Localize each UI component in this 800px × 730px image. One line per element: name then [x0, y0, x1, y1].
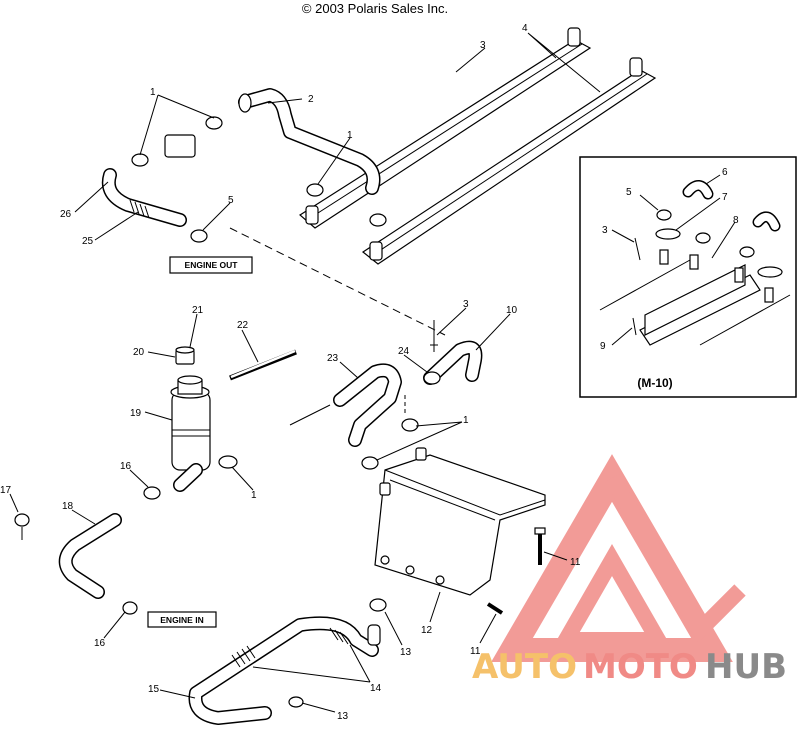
- callout-label: 1: [347, 130, 353, 141]
- tube-fitting-rear: [629, 57, 643, 77]
- clamp-1c: [306, 183, 324, 197]
- callout-label: 8: [733, 215, 739, 226]
- callout-label: 11: [470, 646, 481, 657]
- callout-label: 18: [62, 501, 74, 512]
- leader-lines: [9, 32, 736, 713]
- callout-label: 20: [133, 347, 145, 358]
- fitting-block: [164, 134, 196, 158]
- clamp-1f: [401, 418, 419, 432]
- watermark-hub: HUB: [705, 647, 787, 687]
- hose-10: [423, 340, 483, 385]
- callout-label: 1: [150, 87, 156, 98]
- clamp-16a: [143, 486, 161, 500]
- watermark-auto: AUTO: [472, 647, 577, 687]
- callout-label: 2: [308, 94, 314, 105]
- watermark-triangle-stroke: [605, 473, 746, 644]
- inset-panel: [579, 156, 797, 398]
- callout-label: 13: [337, 711, 349, 722]
- callout-label: 11: [570, 557, 581, 568]
- callout-label: 19: [130, 408, 142, 419]
- clamp-24: [423, 371, 441, 385]
- callout-label: 23: [327, 353, 339, 364]
- callout-label: 17: [0, 485, 12, 496]
- callout-label: 16: [120, 461, 132, 472]
- callout-label: 24: [398, 346, 410, 357]
- watermark-triangle-inner: [552, 543, 672, 648]
- hose-25: [101, 168, 187, 227]
- callout-label: 14: [370, 683, 382, 694]
- callout-label: 9: [600, 341, 606, 352]
- watermark-logo: [491, 454, 746, 662]
- clamp-17: [14, 513, 30, 527]
- callout-label: 10: [506, 305, 518, 316]
- hose-23: [333, 363, 402, 447]
- callout-labels: 1 2 3 4 1 26 25 5 21 22 20 19 16 1 17 18…: [0, 23, 739, 722]
- coolant-bottle: [170, 375, 211, 492]
- bottle-cap: [175, 346, 195, 365]
- clamp-1d: [369, 213, 387, 227]
- hose-2: [238, 88, 381, 195]
- clamp-1a: [205, 116, 223, 130]
- inset-title: (M-10): [637, 376, 672, 390]
- callout-label: 12: [421, 625, 433, 636]
- clamp-5: [190, 229, 208, 243]
- tube-fitting-front: [567, 27, 581, 47]
- routing-dash-upper: [229, 227, 446, 336]
- clamp-16b: [122, 601, 138, 615]
- clamp-1g: [361, 456, 379, 470]
- callout-label: 3: [480, 40, 486, 51]
- callout-label: 5: [626, 187, 632, 198]
- callout-label: 25: [82, 236, 94, 247]
- callout-label: 1: [251, 490, 257, 501]
- callout-label: 22: [237, 320, 249, 331]
- watermark-moto: MOTO: [583, 647, 698, 687]
- callout-label: 1: [463, 415, 469, 426]
- callout-label: 3: [463, 299, 469, 310]
- callout-label: 13: [400, 647, 412, 658]
- callout-label: 5: [228, 195, 234, 206]
- watermark-text: AUTO MOTO HUB: [472, 647, 787, 687]
- clamp-13b: [288, 696, 304, 708]
- callout-label: 26: [60, 209, 72, 220]
- callout-label: 3: [602, 225, 608, 236]
- callout-label: 21: [192, 305, 204, 316]
- clamp-13a: [369, 598, 387, 612]
- hose-15: [188, 616, 379, 725]
- engine-out-label: ENGINE OUT: [185, 260, 239, 270]
- callout-label: 7: [722, 192, 728, 203]
- heat-exchanger: [374, 447, 546, 596]
- clamp-1b: [131, 153, 149, 167]
- engine-in-label: ENGINE IN: [160, 615, 203, 625]
- callout-label: 15: [148, 684, 160, 695]
- engine-in-tag: [147, 611, 217, 628]
- engine-out-tag: [169, 256, 253, 274]
- copyright-text: © 2003 Polaris Sales Inc.: [302, 1, 448, 16]
- callout-label: 6: [722, 167, 728, 178]
- callout-label: 16: [94, 638, 106, 649]
- hose-18: [58, 513, 122, 599]
- bolt-11b: [486, 602, 504, 615]
- callout-label: 4: [522, 23, 528, 34]
- clamp-1e: [218, 455, 238, 469]
